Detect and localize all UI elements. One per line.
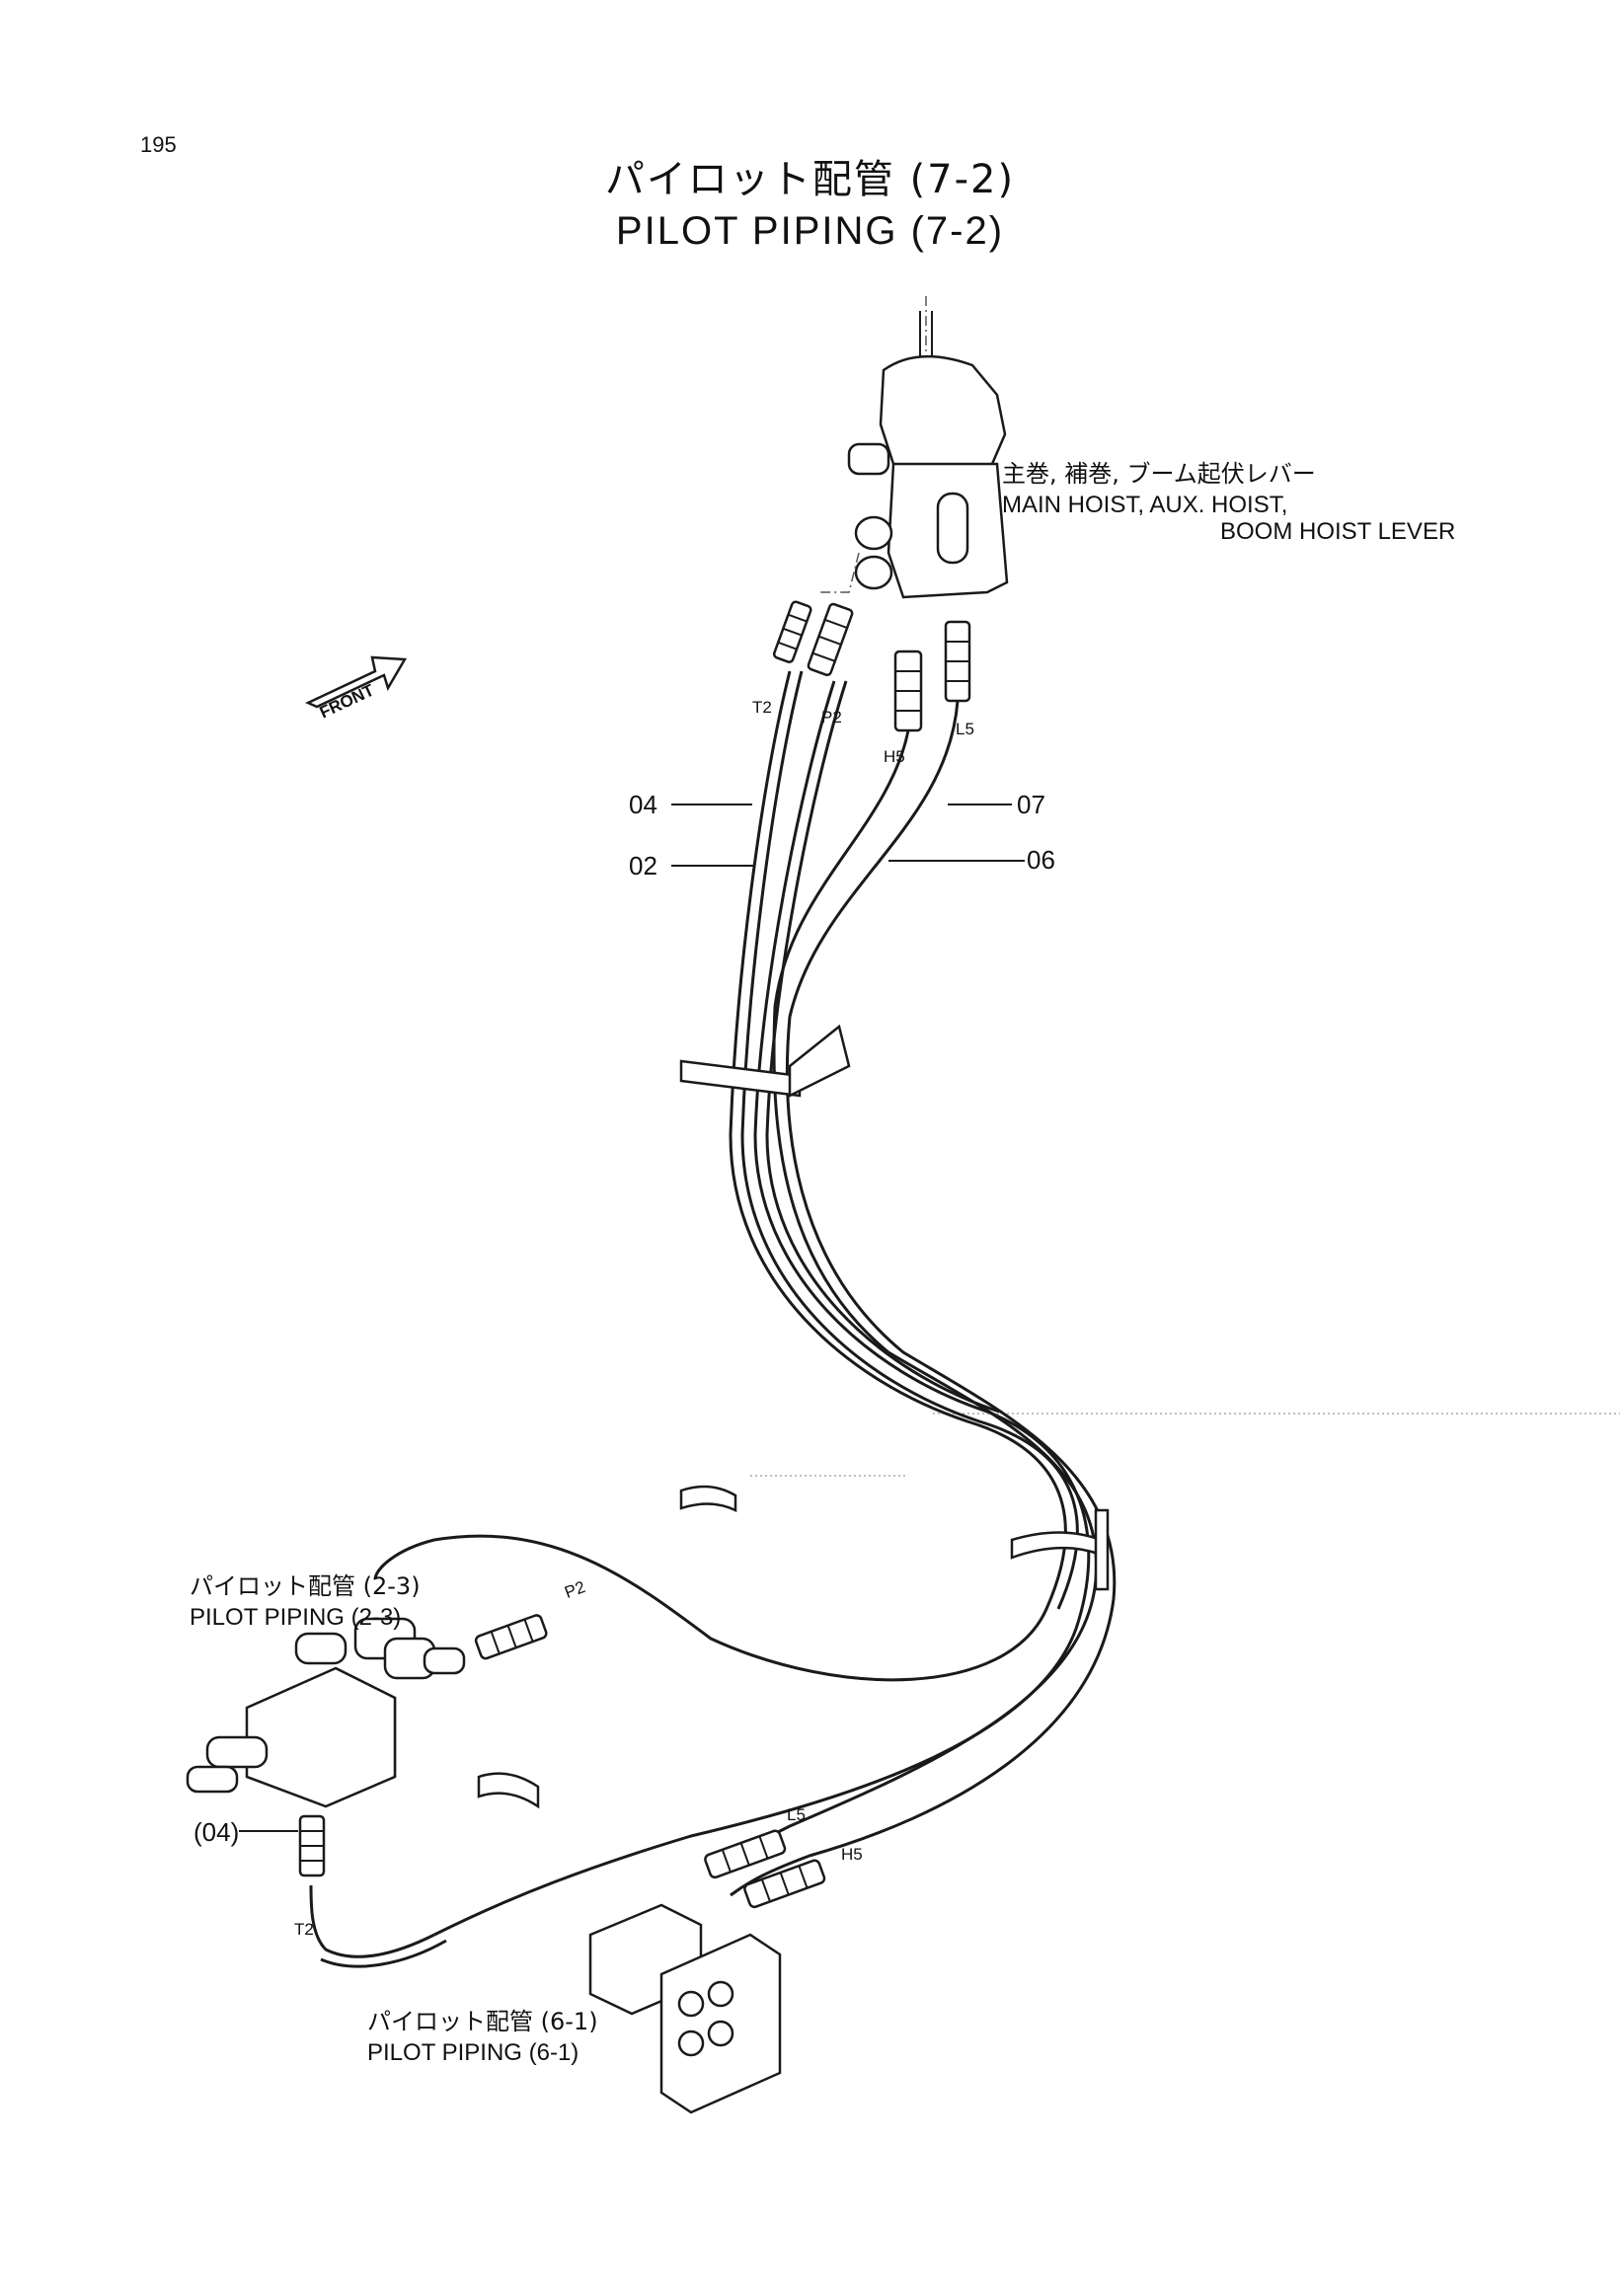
leader-lines	[239, 804, 1025, 1832]
port-l5-bottom: L5	[787, 1805, 806, 1824]
ref-6-1-en: PILOT PIPING (6-1)	[367, 2039, 579, 2066]
page-title-en: PILOT PIPING (7-2)	[615, 209, 1005, 253]
port-t2-bottom: T2	[294, 1920, 314, 1939]
hoist-lever-assembly	[819, 296, 1009, 599]
part-number-07: 07	[1017, 790, 1045, 819]
part-number-06: 06	[1027, 845, 1055, 875]
pilot-valve-2-3	[186, 1614, 548, 1877]
part-number-02: 02	[629, 851, 657, 880]
ref-2-3-en: PILOT PIPING (2-3)	[190, 1604, 402, 1631]
lever-label-en-2: BOOM HOIST LEVER	[1220, 518, 1456, 545]
port-h5-top: H5	[884, 747, 905, 766]
front-arrow-icon	[304, 655, 408, 709]
port-h5-bottom: H5	[841, 1845, 863, 1864]
ref-2-3-jp: パイロット配管 (2-3)	[190, 1572, 421, 1600]
ref-6-1-jp: パイロット配管 (6-1)	[367, 2008, 598, 2035]
port-p2-top: P2	[821, 708, 842, 727]
part-number-04-ref: (04)	[193, 1817, 240, 1847]
part-number-04: 04	[629, 790, 657, 819]
pilot-valve-6-1	[588, 1829, 826, 2114]
page-number: 195	[140, 132, 177, 157]
lever-label-jp: 主巻, 補巻, ブーム起伏レバー	[1002, 460, 1316, 488]
lever-label-en-1: MAIN HOIST, AUX. HOIST,	[1002, 492, 1288, 518]
port-t2-top: T2	[752, 698, 772, 717]
top-fittings	[772, 600, 971, 732]
port-l5-top: L5	[956, 720, 974, 738]
page-title-jp: パイロット配管 (7-2)	[604, 157, 1016, 202]
hose-clamps	[477, 1024, 1110, 1809]
